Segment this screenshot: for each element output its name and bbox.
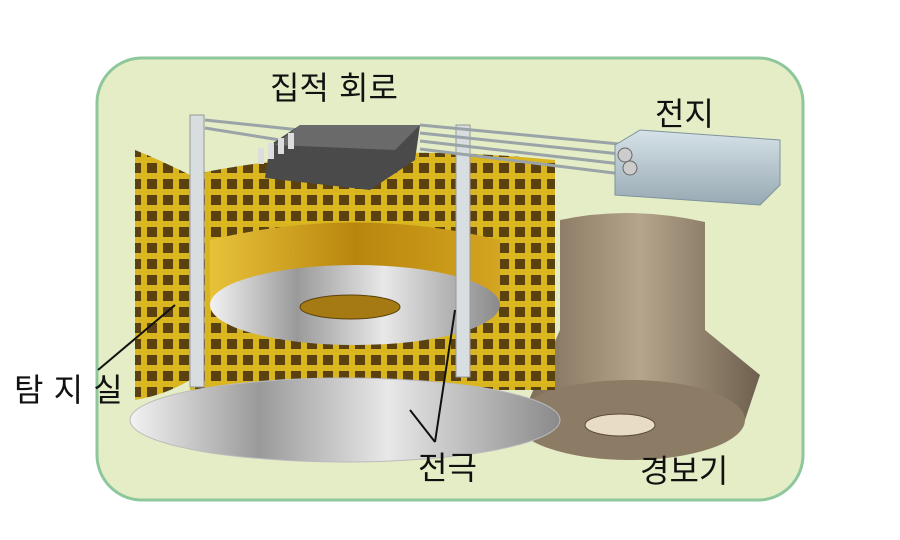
wires xyxy=(204,118,631,177)
detection-chamber-mesh xyxy=(135,150,190,400)
alarm-hole xyxy=(584,413,656,437)
battery-label: 전지 xyxy=(655,95,714,133)
alarm-label: 경보기 xyxy=(640,452,729,490)
alarm-housing xyxy=(515,212,760,460)
detection-chamber-leader-line xyxy=(97,304,176,371)
support-post xyxy=(455,124,471,378)
support-post xyxy=(189,114,205,388)
inner-electrode-hole xyxy=(299,294,401,320)
detection-chamber-label: 탐 지 실 xyxy=(14,371,123,409)
base-electrode-disk xyxy=(129,377,561,463)
electrode-label: 전극 xyxy=(418,449,477,487)
electrode-leader-line xyxy=(434,309,456,443)
electrode-ring xyxy=(210,222,500,345)
integrated-circuit-chip xyxy=(258,125,420,190)
integrated-circuit-label: 집적 회로 xyxy=(270,69,398,107)
electrode-leader-line xyxy=(409,409,436,443)
battery xyxy=(614,129,781,206)
